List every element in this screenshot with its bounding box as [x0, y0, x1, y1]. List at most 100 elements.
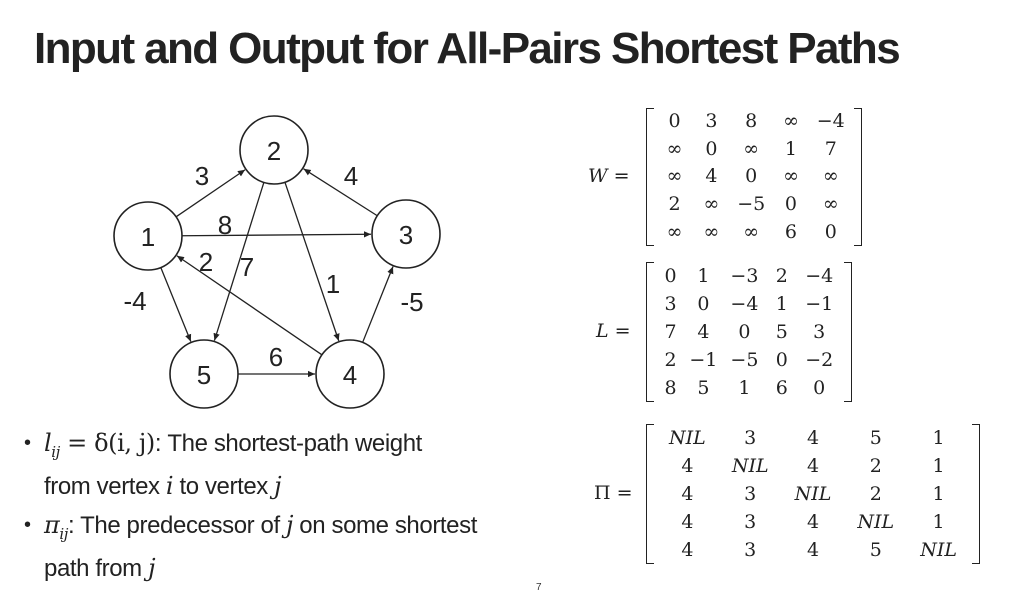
- matrix-pi-cell: 2: [869, 482, 882, 505]
- matrix-pi-cell: 1: [932, 510, 945, 533]
- matrix-w-cell: 4: [705, 165, 718, 188]
- node-label: 1: [141, 222, 155, 252]
- edge-weight-4-3: -5: [400, 287, 423, 317]
- matrix-pi-cell: NIL: [794, 482, 832, 505]
- matrix-pi-cell: 1: [932, 482, 945, 505]
- matrix-l-cell: 1: [697, 264, 710, 287]
- graph-node-1: 1: [113, 201, 183, 271]
- matrix-w-cell: ∞: [703, 220, 720, 243]
- edge-weight-2-5: 7: [240, 252, 254, 282]
- matrix-w-cell: 3: [705, 110, 718, 133]
- variable-j: j: [274, 471, 282, 500]
- matrix-pi-cell: 4: [681, 482, 694, 505]
- matrix-w-right-bracket: [854, 108, 862, 246]
- matrix-l-cell: 3: [664, 292, 677, 315]
- matrix-pi-equals: =: [610, 482, 633, 504]
- edge-weight-1-3: 8: [218, 210, 232, 240]
- matrix-pi-cell: 4: [681, 454, 694, 477]
- bullet-dot: •: [24, 432, 31, 454]
- bullet-dot: •: [24, 513, 31, 536]
- matrix-pi-cell: 4: [806, 510, 820, 533]
- matrix-l-cell: −4: [730, 292, 759, 315]
- edge-1-2: [175, 169, 246, 218]
- matrix-w-cell: ∞: [783, 110, 799, 133]
- matrix-w-cell: 2: [668, 193, 681, 216]
- bullet-text: : The predecessor of: [68, 511, 286, 539]
- edge-2-4: [284, 181, 340, 342]
- edge-1-5: [160, 267, 192, 342]
- edge-weight-2-4: 1: [326, 269, 340, 299]
- graph-node-3: 3: [371, 199, 441, 269]
- matrix-l-lhs: L =: [596, 320, 631, 342]
- matrix-l-cell: −2: [805, 348, 834, 371]
- edge-1-3: [181, 231, 372, 238]
- edge-weight-1-5: -4: [123, 286, 146, 316]
- node-label: 5: [197, 360, 211, 390]
- bullet-item-predecessor: • πij: The predecessor of j on some shor…: [24, 508, 566, 586]
- graph-node-4: 4: [315, 339, 385, 409]
- node-label: 4: [343, 360, 357, 390]
- matrix-pi-cell: 4: [806, 454, 820, 477]
- bullet-text: : The shortest-path weight: [154, 430, 422, 457]
- edge-4-1: [176, 255, 323, 356]
- matrix-l-cell: 6: [775, 376, 788, 399]
- formula-l-symbol: l: [44, 429, 52, 457]
- matrix-l-cell: 5: [775, 320, 788, 343]
- matrix-w-cell: 7: [824, 137, 837, 160]
- formula-pi-symbol: π: [44, 510, 60, 539]
- matrix-w-cell: 0: [824, 220, 837, 243]
- matrix-l-cell: −1: [689, 348, 718, 371]
- matrix-pi-cell: NIL: [920, 538, 957, 561]
- node-circle: [371, 199, 441, 269]
- matrix-pi-lhs: Π =: [594, 482, 633, 504]
- matrix-w-left-bracket: [646, 108, 654, 246]
- matrix-w-cell: ∞: [783, 165, 799, 188]
- matrix-pi-cell: NIL: [669, 426, 706, 449]
- matrix-pi-cell: 1: [932, 454, 945, 477]
- matrix-l-cell: −4: [805, 264, 834, 287]
- matrix-w-symbol: W: [588, 165, 608, 187]
- matrix-w-cell: 0: [745, 165, 758, 188]
- variable-j: j: [148, 553, 156, 582]
- matrix-pi-cell: 4: [806, 538, 820, 561]
- formula-pi-subscript: ij: [59, 524, 69, 543]
- matrix-w-cell: 1: [784, 137, 798, 160]
- matrix-w-cell: 0: [784, 193, 798, 216]
- matrix-pi-cell: 3: [744, 426, 757, 449]
- formula-l-ij: lij = δ(i, j): [44, 429, 155, 461]
- matrix-l-equals: =: [608, 320, 631, 342]
- matrix-pi-cell: 3: [744, 510, 757, 533]
- matrix-w-cell: ∞: [822, 193, 839, 216]
- matrix-pi-symbol: Π: [594, 482, 611, 504]
- matrix-l-cell: 0: [738, 320, 751, 343]
- matrix-pi-right-bracket: [972, 424, 980, 564]
- matrix-pi-cell: 4: [806, 426, 820, 449]
- edge-weight-3-2: 4: [344, 161, 358, 191]
- bullet-item-shortest-path-weight: • lij = δ(i, j): The shortest-path weigh…: [24, 426, 566, 504]
- matrix-l-cell: 8: [664, 376, 677, 399]
- matrix-l-cell: 2: [664, 348, 677, 371]
- edge-weight-4-1: 2: [199, 247, 213, 277]
- matrix-w-cell: ∞: [743, 137, 760, 160]
- variable-j: j: [285, 510, 294, 539]
- graph-node-5: 5: [169, 339, 239, 409]
- matrix-w-cell: ∞: [822, 165, 839, 188]
- matrix-l-cell: 0: [664, 264, 677, 287]
- formula-pi-ij: πij: [44, 510, 68, 543]
- matrix-l-cell: 1: [775, 292, 788, 315]
- matrix-w-lhs: W =: [588, 165, 630, 187]
- matrix-pi-cell: 2: [869, 454, 882, 477]
- matrix-pi-cell: 5: [869, 426, 882, 449]
- matrix-l-cell: −3: [730, 264, 759, 287]
- node-circle: [113, 201, 183, 271]
- matrix-l-cell: 2: [775, 264, 788, 287]
- bullet-text: on some shortest: [293, 511, 477, 539]
- matrix-w-cell: −5: [737, 193, 766, 216]
